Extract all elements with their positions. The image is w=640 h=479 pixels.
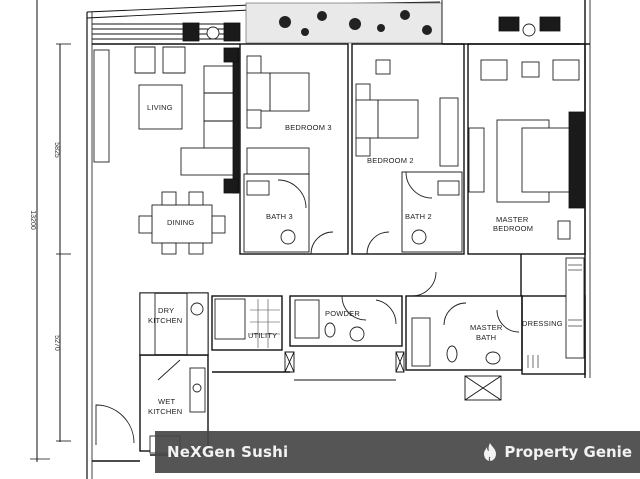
- room-label-bedroom-3: BEDROOM 3: [285, 123, 332, 132]
- watermark-author: NeXGen Sushi: [167, 443, 289, 461]
- room-label-master-bath-1: MASTER: [470, 323, 503, 332]
- room-label-master-bath-2: BATH: [476, 333, 496, 342]
- room-label-dressing: DRESSING: [522, 319, 563, 328]
- room-label-master-bedroom-2: BEDROOM: [493, 224, 533, 233]
- balcony: [92, 22, 241, 42]
- room-label-dry-kitchen-2: KITCHEN: [148, 316, 182, 325]
- dressing-room: DRESSING: [520, 254, 586, 375]
- hall-door: [411, 271, 437, 297]
- living-area: LIVING: [93, 46, 240, 194]
- room-label-dining: DINING: [167, 218, 194, 227]
- room-label-bedroom-2: BEDROOM 2: [367, 156, 414, 165]
- room-label-living: LIVING: [147, 103, 173, 112]
- room-label-dry-kitchen-1: DRY: [158, 306, 174, 315]
- utility: UTILITY: [211, 295, 295, 373]
- dimension-overall: 13200: [29, 210, 36, 230]
- room-label-bath-3: BATH 3: [266, 212, 293, 221]
- bedroom-2: BEDROOM 2 BATH 2: [351, 43, 465, 255]
- master-bath: MASTER BATH: [405, 295, 523, 401]
- room-label-bath-2: BATH 2: [405, 212, 432, 221]
- room-label-wet-kitchen-1: WET: [158, 397, 175, 406]
- room-label-utility: UTILITY: [248, 331, 277, 340]
- room-label-powder: POWDER: [325, 309, 360, 318]
- dimension-lines: 5825 13200 5270: [29, 0, 71, 462]
- planter: [245, 2, 443, 44]
- dry-kitchen: DRY KITCHEN: [139, 292, 209, 356]
- room-label-wet-kitchen-2: KITCHEN: [148, 407, 182, 416]
- powder-room: POWDER: [289, 295, 405, 373]
- watermark-brand-text: Property Genie: [504, 443, 632, 461]
- dimension-lower: 5270: [53, 335, 60, 351]
- dimension-upper: 5825: [53, 142, 60, 158]
- watermark-bar: NeXGen Sushi Property Genie: [155, 431, 640, 473]
- master-balcony: [441, 0, 590, 45]
- watermark-brand: Property Genie: [482, 442, 632, 462]
- master-bedroom: MASTER BEDROOM: [467, 43, 586, 255]
- dining-area: DINING: [138, 191, 226, 255]
- room-label-master-bedroom-1: MASTER: [496, 215, 529, 224]
- flame-icon: [484, 443, 497, 462]
- bedroom-3: BEDROOM 3 BATH 3: [239, 43, 349, 255]
